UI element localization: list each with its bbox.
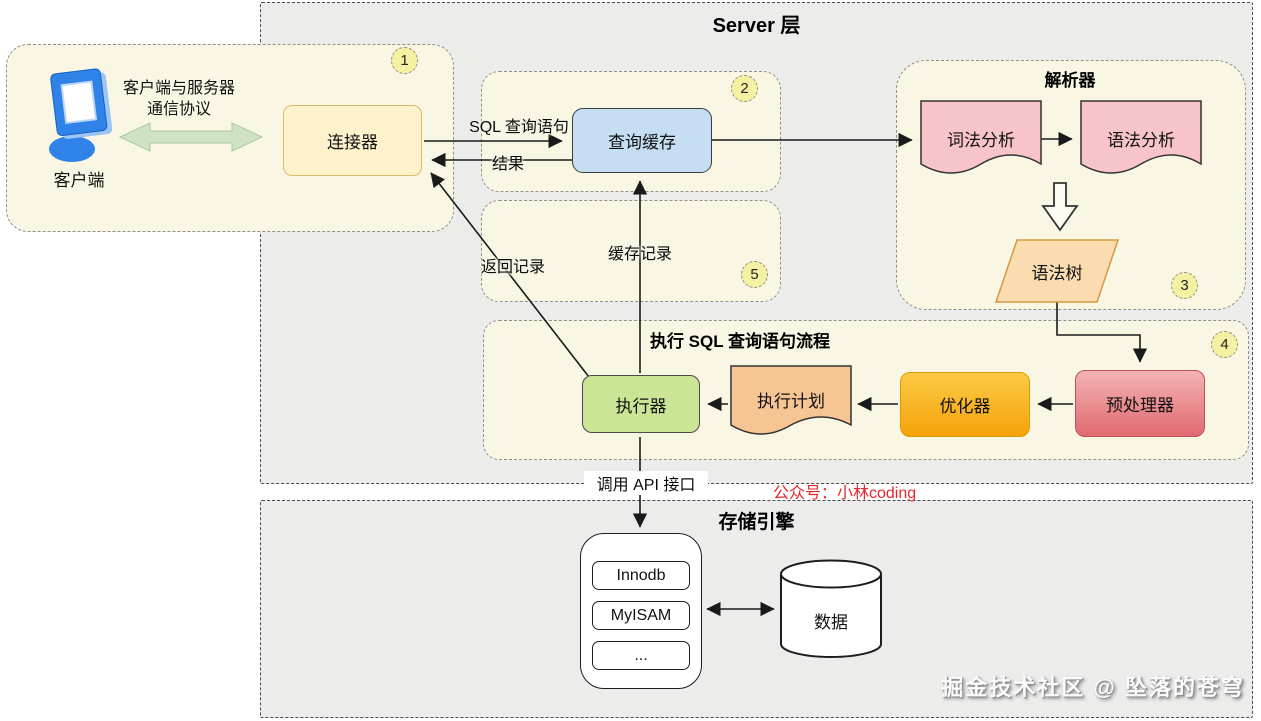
step-badge-2: 2 (731, 75, 758, 102)
executor-label: 执行器 (615, 396, 667, 416)
database-cylinder-icon (780, 559, 882, 658)
syntax-tree-label: 语法树 (1031, 264, 1083, 283)
wechat-annotation: 公众号：小林coding (773, 485, 917, 502)
parser-title: 解析器 (1044, 71, 1096, 90)
step-badge-5: 5 (741, 261, 768, 288)
optimizer-label: 优化器 (939, 397, 991, 416)
document-shape-icon (1080, 100, 1202, 174)
exec-plan-label: 执行计划 (757, 392, 825, 411)
preprocessor-label: 预处理器 (1106, 396, 1174, 415)
syntax-analysis-doc: 语法分析 (1080, 100, 1202, 184)
storage-layer-box: 存储引擎 (260, 500, 1253, 718)
syntax-tree-node: 语法树 (994, 239, 1120, 303)
lexical-analysis-doc: 词法分析 (920, 100, 1042, 184)
exec-flow-title: 执行 SQL 查询语句流程 (649, 332, 831, 351)
watermark-text: 掘金技术社区 @ 坠落的苍穹 (941, 675, 1245, 700)
data-label: 数据 (814, 613, 848, 632)
client-label: 客户端 (53, 171, 105, 190)
cache-record-label: 缓存记录 (607, 246, 672, 263)
storage-layer-title: 存储引擎 (718, 512, 795, 533)
query-cache-label: 查询缓存 (608, 133, 676, 152)
engine-others-label: ... (634, 646, 648, 664)
client-computer-icon (49, 68, 113, 162)
step-badge-1: 1 (391, 47, 418, 74)
engine-item-myisam: MyISAM (592, 601, 690, 630)
double-arrow-icon (118, 122, 264, 152)
lexical-analysis-label: 词法分析 (947, 131, 1015, 150)
engine-myisam-label: MyISAM (610, 606, 672, 624)
call-api-edge-label: 调用 API 接口 (584, 471, 708, 495)
preprocessor-node: 预处理器 (1075, 370, 1205, 437)
executor-node: 执行器 (582, 375, 700, 433)
syntax-analysis-label: 语法分析 (1107, 131, 1175, 150)
protocol-text-line1: 客户端与服务器 (122, 80, 235, 97)
protocol-text-line2: 通信协议 (146, 101, 211, 118)
optimizer-node: 优化器 (900, 372, 1030, 437)
step-badge-3: 3 (1171, 272, 1198, 299)
sql-query-edge-label: SQL 查询语句 (469, 119, 569, 136)
query-cache-node: 查询缓存 (572, 108, 712, 173)
step-badge-4: 4 (1211, 331, 1238, 358)
server-layer-title: Server 层 (712, 15, 801, 37)
engine-innodb-label: Innodb (616, 566, 666, 584)
document-shape-icon (920, 100, 1042, 174)
document-shape-icon (730, 365, 852, 435)
exec-plan-doc: 执行计划 (730, 365, 852, 445)
connector-node: 连接器 (283, 105, 422, 176)
connector-label: 连接器 (327, 133, 378, 152)
return-record-edge-label: 返回记录 (480, 259, 545, 276)
result-edge-label: 结果 (491, 156, 524, 173)
engine-item-innodb: Innodb (592, 561, 690, 590)
engine-item-others: ... (592, 641, 690, 670)
